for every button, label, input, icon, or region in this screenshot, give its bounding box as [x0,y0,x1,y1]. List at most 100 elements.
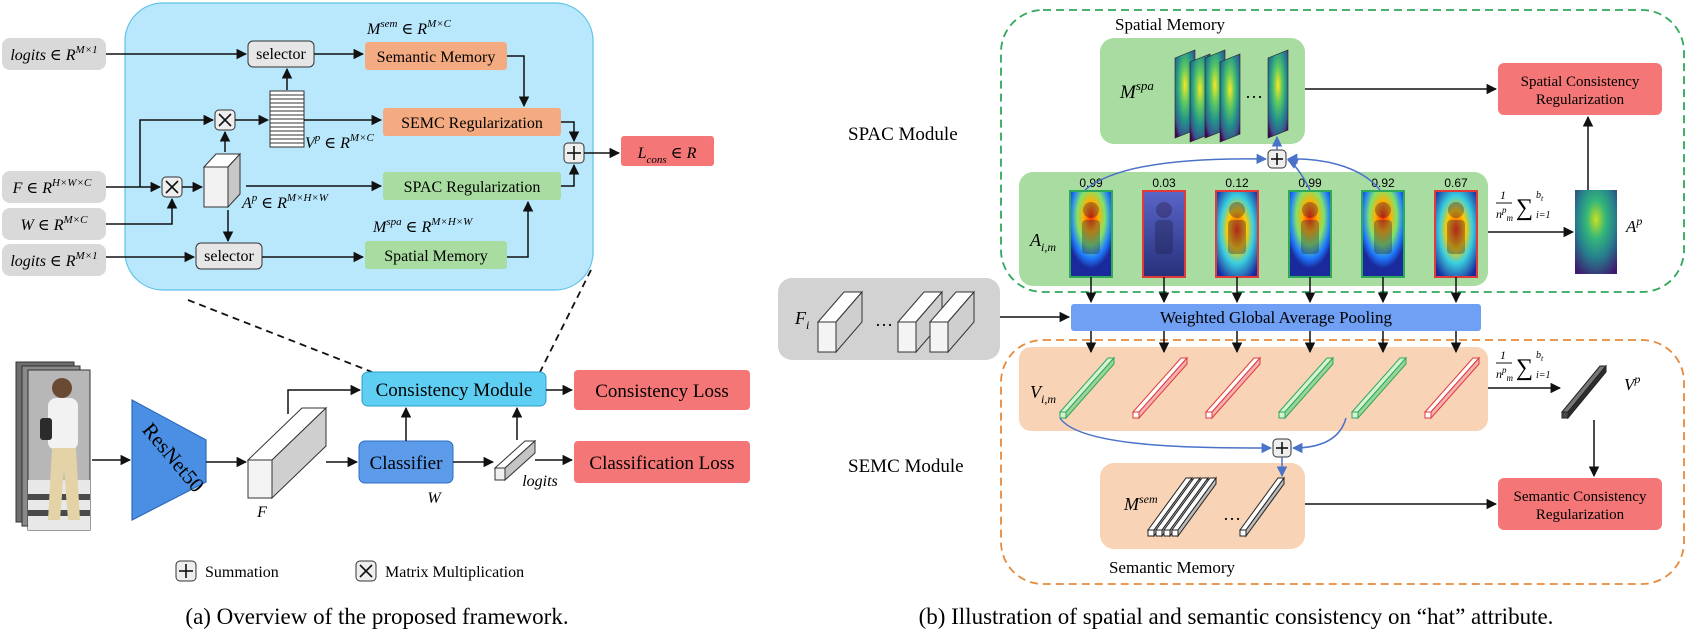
semantic-vector-3 [1204,356,1262,420]
semantic-vector-1 [1058,356,1116,420]
spatial-ellipsis: … [1245,82,1263,102]
zoom-line-left [187,299,373,373]
mean-formula-bottom: 1 npm ∑ bt i=1 [1496,348,1551,383]
selector-top-text: selector [256,46,306,63]
semc-regularization-text: SEMC Regularization [401,115,543,132]
classifier-text: Classifier [370,453,443,474]
semantic-vector-6 [1423,356,1481,420]
w-label: W [427,490,442,507]
matmul-operator-top [214,109,236,131]
svg-text:i=1: i=1 [1536,370,1551,381]
consistency-module-box [361,371,547,407]
pooling-bar [1071,304,1481,331]
input-logits-top [2,38,106,70]
attention-map-row: 0.99 0.03 0.12 0.99 0.92 0.67 [1069,176,1478,278]
input-feature [2,171,106,203]
semantic-vector-2 [1131,356,1189,420]
spac-regularization-box [383,172,561,200]
spac-module-label: SPAC Module [848,124,958,145]
loss-output-box [621,136,714,166]
classification-loss-text: Classification Loss [589,453,734,474]
attention-map-2 [1142,190,1186,278]
attention-score-1: 0.99 [1079,176,1103,190]
vp-vector-stack [269,90,305,148]
semc-module-label: SEMC Module [848,456,964,477]
semantic-vector-4 [1277,356,1335,420]
semc-regularization-box [383,108,561,136]
consistency-module-text: Consistency Module [376,380,533,401]
spatial-memory-box [365,241,507,269]
semantic-consistency-box [1498,478,1662,530]
semantic-consistency-line2: Regularization [1536,507,1625,523]
sum-operator-a [563,142,585,164]
semantic-vector-row [1058,356,1481,420]
ap-attention-cube [202,152,242,209]
panel-a-bottom-arrows [92,384,574,468]
svg-text:i=1: i=1 [1536,210,1551,221]
input-weight [2,208,106,240]
pooling-drop-arrows [1085,277,1462,354]
sum-operator-semantic [1272,438,1292,458]
attention-score-5: 0.92 [1371,176,1395,190]
semantic-memory-text: Semantic Memory [377,49,496,66]
caption-a: (a) Overview of the proposed framework. [185,604,568,629]
spatial-memory-title: Spatial Memory [1115,15,1226,34]
attention-map-5 [1361,190,1405,278]
attention-map-6 [1434,190,1478,278]
sum-operator-spatial [1267,149,1287,169]
semantic-memory-box [365,42,507,70]
spatial-consistency-box [1498,63,1662,115]
spac-dashed-frame [1000,9,1685,293]
spatial-consistency-line2: Regularization [1536,92,1625,108]
semantic-memory-vectors [1147,476,1285,538]
consistency-module-detail-panel [124,2,594,291]
fi-ellipsis: … [875,310,893,330]
svg-text:bt: bt [1536,350,1544,363]
pooling-text: Weighted Global Average Pooling [1160,308,1393,327]
semantic-memory-title: Semantic Memory [1109,558,1236,577]
semantic-ellipsis: … [1223,504,1241,524]
ap-b-label: Ap [1625,214,1642,236]
classification-loss-box [574,441,750,483]
attention-score-2: 0.03 [1152,176,1176,190]
svg-text:∑: ∑ [1516,355,1533,381]
f-label: F [256,504,267,521]
panel-a-arrows [106,48,621,263]
attention-score-4: 0.99 [1298,176,1322,190]
spatial-consistency-line1: Spatial Consistency [1521,74,1640,90]
consistency-loss-box [574,370,750,410]
semantic-vector-5 [1350,356,1408,420]
vp-vector-b [1560,364,1608,420]
semc-dashed-frame [1000,339,1685,585]
selector-bottom-text: selector [204,248,254,265]
vp-b-label: Vp [1624,372,1640,394]
fi-cuboids [816,290,976,354]
blue-aggregation-arrows [1059,135,1381,478]
matmul-operator-bottom [161,176,183,198]
selector-bottom [195,242,263,270]
svg-text:1: 1 [1500,188,1506,202]
svg-text:npm: npm [1496,205,1514,223]
panel-b-arrows [1000,83,1600,510]
legend-matmul-text: Matrix Multiplication [385,564,524,581]
svg-text:npm: npm [1496,365,1514,383]
logits-label: logits [522,473,558,490]
pedestrian-image-stack [15,361,91,531]
feature-map-cuboid [246,406,328,500]
spatial-memory-heatmaps [1174,49,1289,143]
legend-sum-text: Summation [205,564,279,581]
fi-label: Fi [794,308,809,332]
attention-map-4 [1288,190,1332,278]
ap-heatmap [1575,190,1617,274]
resnet50-backbone [131,398,207,521]
svg-text:∑: ∑ [1516,195,1533,221]
logits-cuboid [493,439,537,482]
spatial-memory-text: Spatial Memory [384,248,488,265]
consistency-loss-text: Consistency Loss [595,381,729,402]
attention-score-3: 0.12 [1225,176,1249,190]
attention-score-6: 0.67 [1444,176,1468,190]
panel-a: logits ∈ RM×1 F ∈ RH×W×C W ∈ RM×C logits… [2,2,750,582]
legend-sum-icon [175,560,197,582]
semantic-consistency-line1: Semantic Consistency [1514,489,1647,505]
caption-b: (b) Illustration of spatial and semantic… [919,604,1554,629]
